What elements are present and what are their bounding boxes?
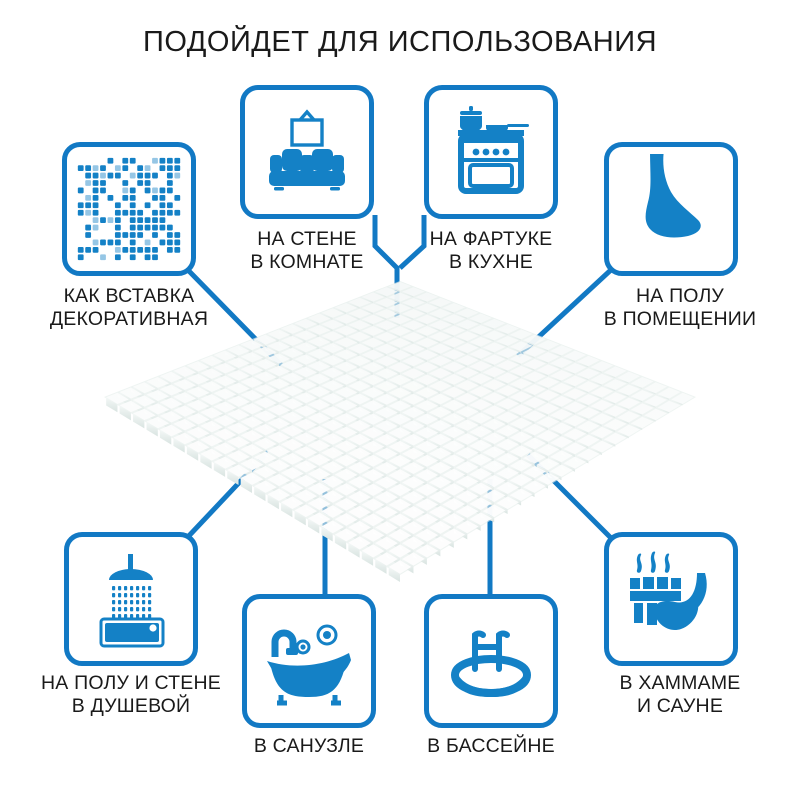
caption-decor-insert: КАК ВСТАВКА ДЕКОРАТИВНАЯ <box>49 285 209 330</box>
card-room-wall[interactable] <box>240 85 374 219</box>
mosaic-pattern-icon <box>77 157 181 261</box>
page-title: ПОДОЙДЕТ ДЛЯ ИСПОЛЬЗОВАНИЯ <box>142 26 658 58</box>
sofa-picture-icon <box>269 109 345 191</box>
caption-hammam-sauna: В ХАММАМЕ И САУНЕ <box>619 672 741 717</box>
card-decor-insert[interactable] <box>62 142 196 276</box>
foot-shape <box>645 154 701 238</box>
mosaic-tile-sheet <box>100 275 700 605</box>
caption-bathroom: В САНУЗЛЕ <box>253 735 365 757</box>
caption-pool: В БАССЕЙНЕ <box>427 735 555 757</box>
card-bathroom[interactable] <box>242 594 376 728</box>
mosaic-sheet-svg <box>104 281 696 582</box>
swimming-pool-ladder-icon <box>450 630 532 698</box>
caption-room-wall: НА СТЕНЕ В КОМНАТЕ <box>250 228 364 273</box>
caption-indoor-floor: НА ПОЛУ В ПОМЕЩЕНИИ <box>603 285 757 330</box>
card-indoor-floor[interactable] <box>604 142 738 276</box>
connector-kitchen <box>398 215 427 270</box>
stove-pot-pan-icon <box>458 106 529 194</box>
card-pool[interactable] <box>424 594 558 728</box>
card-hammam-sauna[interactable] <box>604 532 738 666</box>
card-shower[interactable] <box>64 532 198 666</box>
sauna-bucket-ladle-icon <box>630 551 707 631</box>
shower-head-tray-icon <box>99 554 165 648</box>
caption-shower: НА ПОЛУ И СТЕНЕ В ДУШЕВОЙ <box>41 672 221 717</box>
caption-kitchen-backsplash: НА ФАРТУКЕ В КУХНЕ <box>429 228 553 273</box>
bathtub-icon <box>267 624 351 706</box>
bare-foot-icon <box>645 154 701 238</box>
card-kitchen-backsplash[interactable] <box>424 85 558 219</box>
